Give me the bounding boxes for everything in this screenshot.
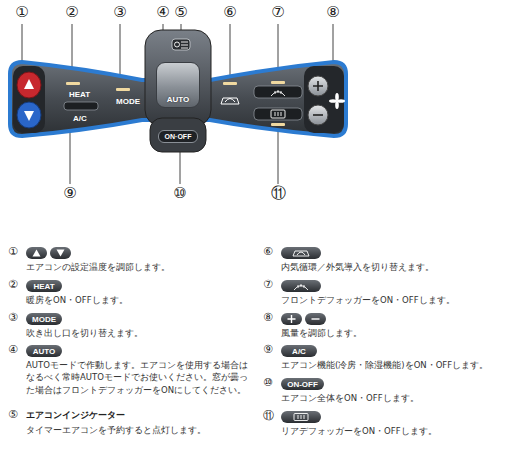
- item-description: 風量を調節します。: [281, 327, 503, 339]
- auto-badge: AUTO: [26, 345, 62, 357]
- rear-defog-badge: [281, 411, 321, 423]
- callout-number: ⑥: [223, 5, 236, 20]
- item-number: ⑦: [263, 279, 273, 291]
- front-defog-icon: [271, 90, 285, 96]
- button-text: AUTO: [167, 95, 190, 104]
- item-description: AUTOモードで作動します。エアコンを使用する場合はなるべく常時AUTOモードで…: [26, 359, 254, 396]
- onoff-button: ON·OFF: [158, 130, 198, 143]
- item-number: ⑪: [263, 410, 274, 422]
- callout-number: ③: [113, 5, 126, 20]
- callout-number: ⑩: [173, 186, 186, 201]
- recirc-indicator: [223, 82, 237, 85]
- item-description: 内気循環／外気導入を切り替えます。: [281, 261, 503, 273]
- button-text: ON-OFF: [287, 380, 318, 389]
- callout-number: ⑤: [174, 5, 187, 20]
- front-defog-button: [254, 86, 302, 98]
- onoff-tab: [150, 118, 206, 152]
- fan-up-button: [308, 76, 328, 96]
- panel-label: MODE: [116, 97, 140, 106]
- center-chassis: [145, 30, 211, 126]
- callout-number: ②: [65, 5, 78, 20]
- item-number: ④: [8, 344, 18, 356]
- callout-number: ⑦: [271, 5, 284, 20]
- button-text: AUTO: [33, 347, 56, 356]
- rear-defog-indicator: [271, 123, 285, 126]
- auto-button: AUTO: [156, 62, 200, 108]
- item-description: エアコン全体をON・OFFします。: [281, 392, 503, 404]
- button-text: ON·OFF: [165, 133, 192, 140]
- temp-up-button: [17, 72, 41, 98]
- item-description: 暖房をON・OFFします。: [26, 294, 254, 306]
- item-description: エアコン機能(冷房・除湿機能)をON・OFFします。: [281, 359, 503, 371]
- item-description: エアコンの設定温度を調節します。: [26, 261, 254, 273]
- ac-button: [64, 102, 98, 110]
- fan-icon: [329, 93, 345, 109]
- item-description: リアデフォッガーをON・OFFします。: [281, 425, 503, 437]
- button-text: HEAT: [33, 282, 54, 291]
- callout-number: ⑪: [271, 186, 286, 201]
- front-defog-indicator: [271, 81, 285, 84]
- item-description: フロントデフォッガーをON・OFFします。: [281, 294, 503, 306]
- item-heading: エアコンインジケーター: [26, 409, 125, 422]
- item-number: ⑧: [263, 312, 273, 324]
- heat-indicator: [66, 82, 80, 85]
- panel-label: HEAT: [69, 90, 90, 99]
- mode-badge: MODE: [26, 313, 62, 325]
- up-triangle: [24, 79, 34, 89]
- item-number: ⑤: [8, 409, 18, 421]
- item-description: タイマーエアコンを予約すると点灯します。: [26, 424, 254, 436]
- temp-badge: [26, 247, 71, 259]
- down-triangle: [24, 111, 34, 121]
- fan-down-button: [308, 105, 328, 125]
- callout-number: ④: [156, 5, 169, 20]
- fan-cap: [304, 66, 344, 133]
- fan-badge: [281, 313, 326, 325]
- rear-defog-icon: [271, 110, 285, 118]
- front-defog-badge: [281, 280, 321, 292]
- minus-symbol: [313, 114, 323, 116]
- onoff-badge: ON-OFF: [281, 378, 324, 390]
- ac-indicator-icon: [172, 39, 190, 50]
- ac-badge: A/C: [281, 345, 317, 357]
- mode-indicator: [116, 88, 130, 91]
- temp-cap: [13, 66, 45, 133]
- item-number: ③: [8, 312, 18, 324]
- callout-number: ①: [15, 5, 28, 20]
- item-description: 吹き出し口を切り替えます。: [26, 327, 254, 339]
- callout-number: ⑨: [63, 186, 76, 201]
- callout-number: ⑧: [326, 5, 339, 20]
- recirc-badge: [281, 247, 321, 259]
- heat-badge: HEAT: [26, 280, 62, 292]
- button-text: A/C: [292, 347, 306, 356]
- panel-label: A/C: [73, 114, 87, 123]
- temp-down-button: [17, 102, 41, 128]
- rear-defog-button: [254, 108, 302, 120]
- item-number: ⑩: [263, 377, 273, 389]
- item-number: ①: [8, 246, 18, 258]
- recirc-icon: [221, 98, 239, 104]
- item-number: ②: [8, 279, 18, 291]
- item-number: ⑥: [263, 246, 273, 258]
- item-number: ⑨: [263, 344, 273, 356]
- button-text: MODE: [32, 315, 56, 324]
- plus-symbol: [313, 81, 323, 91]
